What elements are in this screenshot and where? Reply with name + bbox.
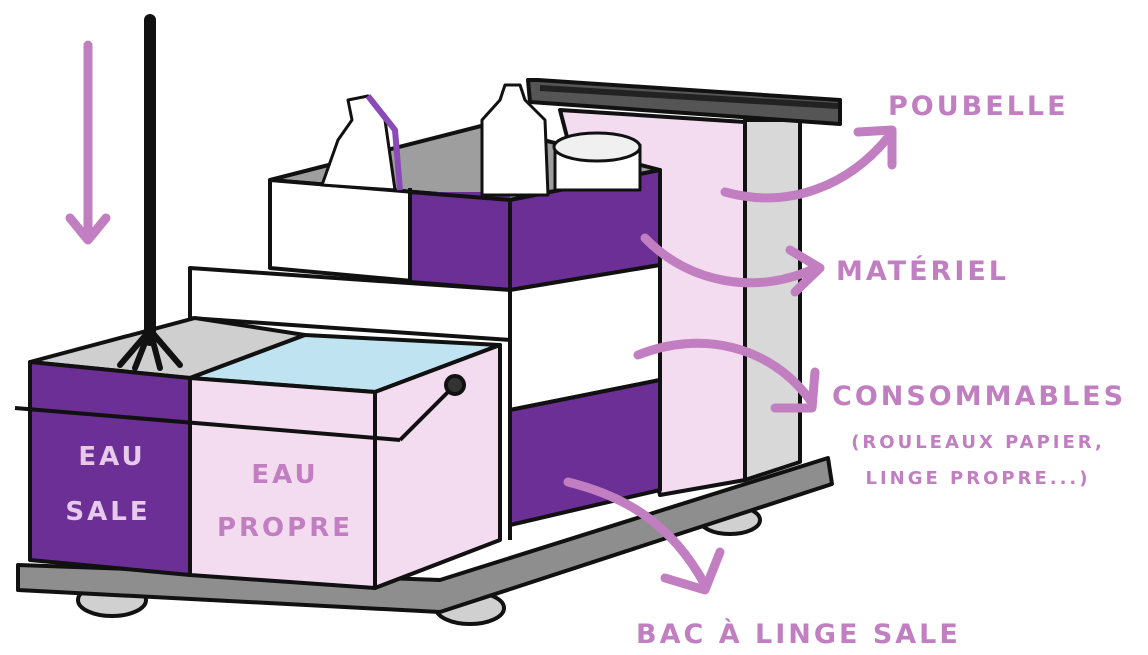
label-consommables: CONSOMMABLES (832, 381, 1126, 412)
label-poubelle: POUBELLE (888, 91, 1069, 122)
label-consommables-detail-line1: (ROULEAUX PAPIER, (851, 432, 1105, 453)
label-eau-propre-line2: PROPRE (217, 513, 353, 543)
label-eau-propre-line1: EAU (251, 460, 318, 490)
mop (120, 20, 180, 368)
paper-roll (554, 133, 640, 190)
label-bac-linge-sale: BAC À LINGE SALE (636, 618, 961, 650)
label-eau-sale-line1: EAU (78, 442, 145, 472)
label-consommables-detail-line2: LINGE PROPRE...) (865, 468, 1090, 489)
label-eau-sale-line2: SALE (65, 497, 150, 527)
spray-bottle (322, 96, 395, 190)
label-materiel: MATÉRIEL (836, 255, 1009, 287)
down-arrow-icon (70, 45, 106, 240)
